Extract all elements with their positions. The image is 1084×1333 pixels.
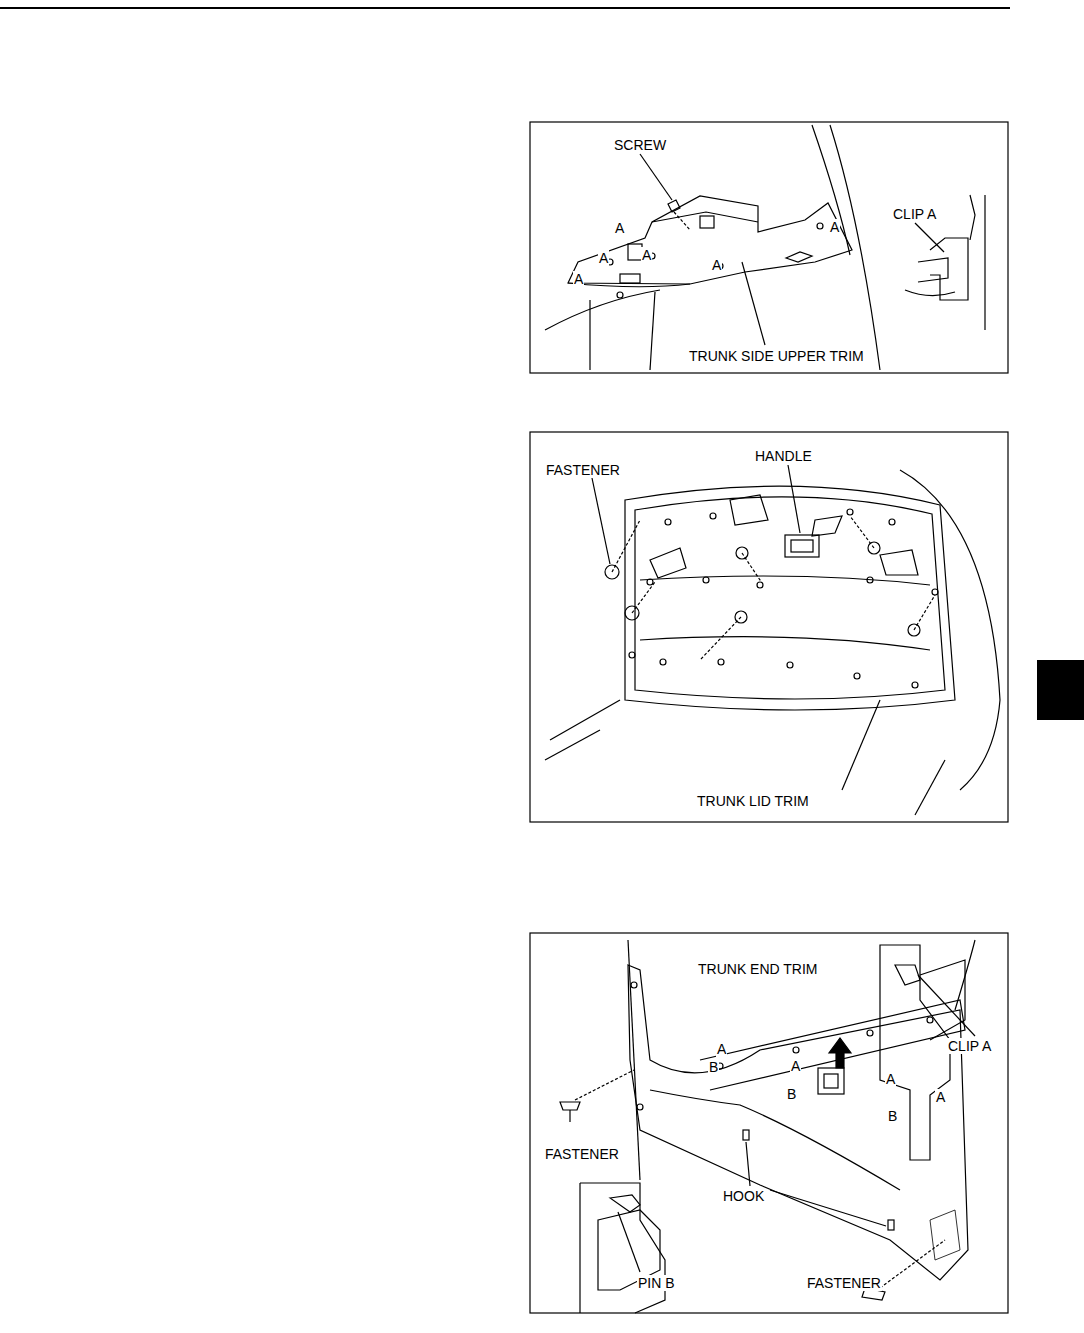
part-label: FASTENER <box>544 1146 620 1162</box>
callout-letter: A <box>935 1089 946 1105</box>
callout-letter: A <box>716 1041 727 1057</box>
part-label: HANDLE <box>754 448 813 464</box>
part-label: HOOK <box>722 1188 765 1204</box>
figure-frame <box>530 432 1008 822</box>
callout-letter: A <box>573 271 584 287</box>
callout-letter: A <box>829 219 840 235</box>
part-label: SCREW <box>613 137 667 153</box>
callout-letter: A <box>885 1071 896 1087</box>
part-label: TRUNK LID TRIM <box>696 793 810 809</box>
callout-letter: A <box>790 1058 801 1074</box>
trunk-lid-drawing <box>545 465 1000 815</box>
header-rule <box>0 7 1010 9</box>
part-label: TRUNK END TRIM <box>697 961 819 977</box>
callout-letter: A <box>711 257 722 273</box>
part-label: CLIP A <box>892 206 937 222</box>
trunk-end-drawing <box>560 940 975 1313</box>
callout-letter: A <box>641 247 652 263</box>
callout-letter: B <box>786 1086 797 1102</box>
part-label: FASTENER <box>545 462 621 478</box>
part-label: CLIP A <box>947 1038 992 1054</box>
figure-frame <box>530 122 1008 373</box>
callout-letter: B <box>887 1108 898 1124</box>
part-label: FASTENER <box>806 1275 882 1291</box>
part-label: TRUNK SIDE UPPER TRIM <box>688 348 865 364</box>
callout-letter: A <box>614 220 625 236</box>
callout-letter: B <box>708 1059 719 1075</box>
figure-frame <box>530 933 1008 1313</box>
callout-letter: A <box>598 250 609 266</box>
section-tab <box>1037 660 1084 720</box>
trunk-side-trim-drawing <box>545 125 985 370</box>
part-label: PIN B <box>637 1275 676 1291</box>
